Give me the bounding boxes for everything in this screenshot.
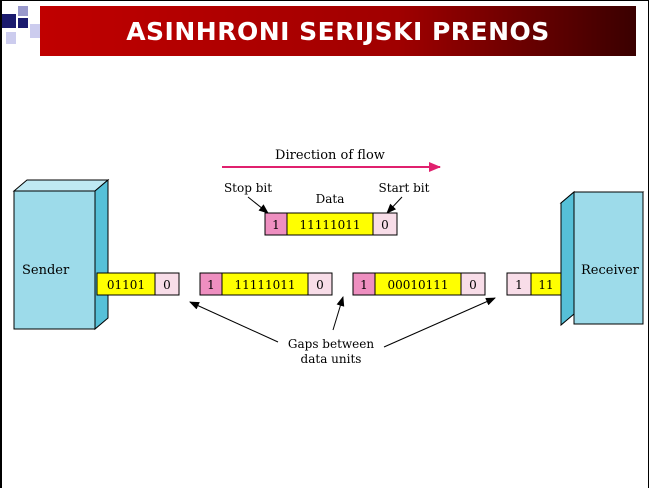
receiver-box: Receiver (559, 190, 645, 327)
start-bit-label: Start bit (379, 181, 430, 195)
example-start-bit-value: 0 (381, 218, 389, 232)
stop-bit-label: Stop bit (224, 181, 272, 195)
stream-unit-1: 01101 0 (96, 272, 180, 296)
logo-icon (2, 6, 42, 44)
example-data-value: 11111011 (299, 218, 360, 232)
gap-pointer-3 (383, 297, 496, 348)
unit-4-data-bits (530, 272, 562, 296)
title-bar: ASINHRONI SERIJSKI PRENOS (40, 6, 636, 56)
unit-4-stop-value: 1 (515, 278, 523, 292)
example-stop-bit-value: 1 (272, 218, 280, 232)
example-start-bit (372, 212, 398, 236)
slide-title: ASINHRONI SERIJSKI PRENOS (126, 16, 550, 46)
gap-pointer-2 (332, 296, 345, 331)
sender-label: Sender (22, 263, 70, 278)
start-bit-pointer (386, 196, 403, 214)
gaps-label-line-2: data units (301, 352, 362, 366)
unit-3-data-value: 00010111 (387, 278, 448, 292)
stop-bit-pointer (247, 196, 269, 214)
unit-3-start-bit (460, 272, 486, 296)
stream-unit-3: 1 00010111 0 (352, 272, 486, 296)
unit-2-stop-value: 1 (207, 278, 215, 292)
stream-unit-2: 1 11111011 0 (199, 272, 333, 296)
unit-3-stop-value: 1 (360, 278, 368, 292)
gap-pointer-1 (189, 301, 279, 343)
unit-3-start-value: 0 (469, 278, 477, 292)
unit-4-data-value: 11 (538, 278, 553, 292)
data-label: Data (316, 192, 345, 206)
unit-2-data-value: 11111011 (234, 278, 295, 292)
gaps-label-line-1: Gaps between (288, 337, 374, 351)
unit-2-start-value: 0 (316, 278, 324, 292)
unit-1-start-bit (154, 272, 180, 296)
unit-1-start-value: 0 (163, 278, 171, 292)
stream-unit-4: 1 11 (506, 272, 562, 296)
direction-label: Direction of flow (275, 148, 385, 163)
receiver-label: Receiver (581, 263, 640, 278)
unit-1-data-value: 01101 (107, 278, 145, 292)
example-frame: 1 11111011 0 (264, 212, 398, 236)
sender-box: Sender (12, 178, 110, 331)
unit-2-start-bit (307, 272, 333, 296)
